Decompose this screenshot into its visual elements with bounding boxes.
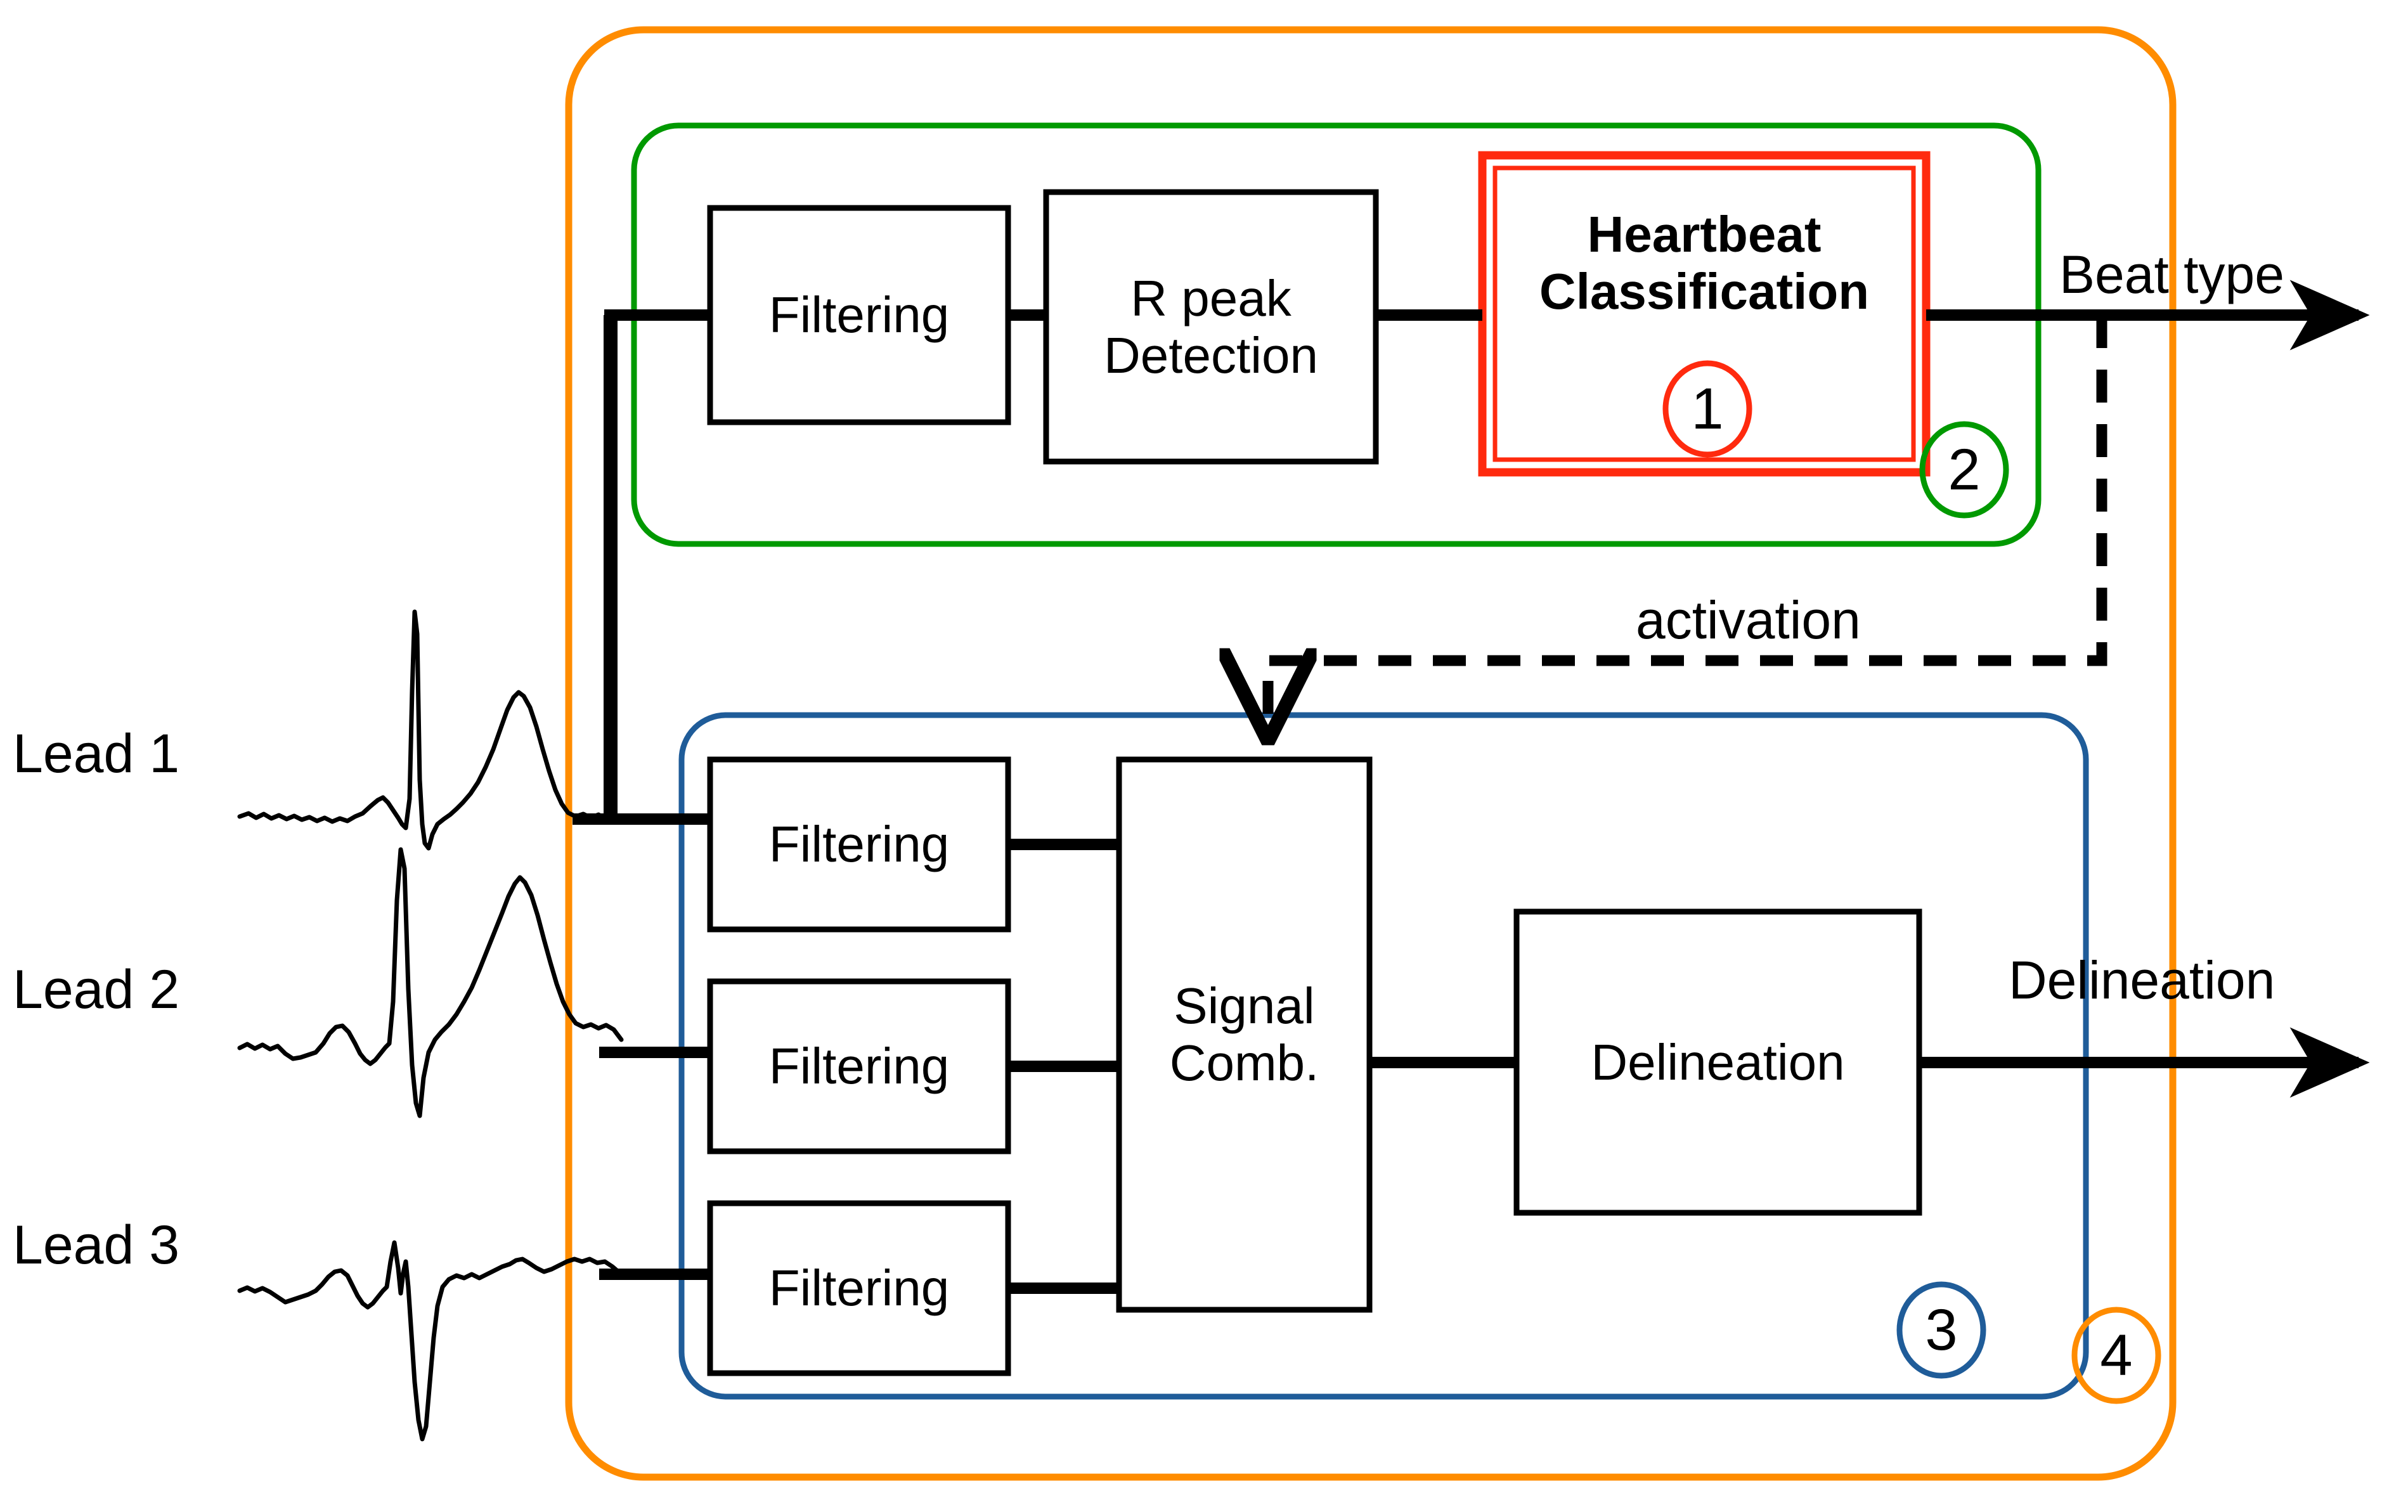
beat-classification-group-frame <box>631 122 2042 547</box>
wire-activation-dashed <box>1268 315 2107 735</box>
filtering-1-block <box>707 756 1011 933</box>
ecg-waveform-lead-1 <box>237 609 624 851</box>
ecg-waveform-lead-2 <box>237 847 624 1118</box>
input-label-lead-1: Lead 1 <box>13 723 180 784</box>
heartbeat-classification-block-inner <box>1492 165 1916 462</box>
badge-4-number: 4 <box>2100 1322 2133 1388</box>
ecg-waveform-lead-3 <box>237 1240 624 1442</box>
activation-label: activation <box>1636 590 1861 650</box>
beat-type-label: Beat type <box>2059 245 2284 304</box>
badge-4-circle <box>2071 1307 2161 1404</box>
r-peak-detection-block <box>1043 189 1379 465</box>
badge-1-circle <box>1662 360 1752 458</box>
badge-3-circle <box>1896 1281 1986 1379</box>
delineation-output-label: Delineation <box>2009 950 2275 1010</box>
full-system-group-frame <box>565 26 2177 1481</box>
badge-1-number: 1 <box>1691 376 1724 441</box>
top-filtering-block <box>707 205 1011 425</box>
badge-2-number: 2 <box>1948 437 1981 502</box>
signal-combination-block <box>1116 756 1373 1313</box>
filtering-2-block <box>707 978 1011 1154</box>
delineation-block <box>1513 908 1922 1216</box>
input-label-lead-3: Lead 3 <box>13 1215 180 1276</box>
badge-3-number: 3 <box>1925 1297 1958 1362</box>
filtering-3-block <box>707 1200 1011 1376</box>
input-label-lead-2: Lead 2 <box>13 959 180 1020</box>
badge-2-circle <box>1919 421 2009 519</box>
